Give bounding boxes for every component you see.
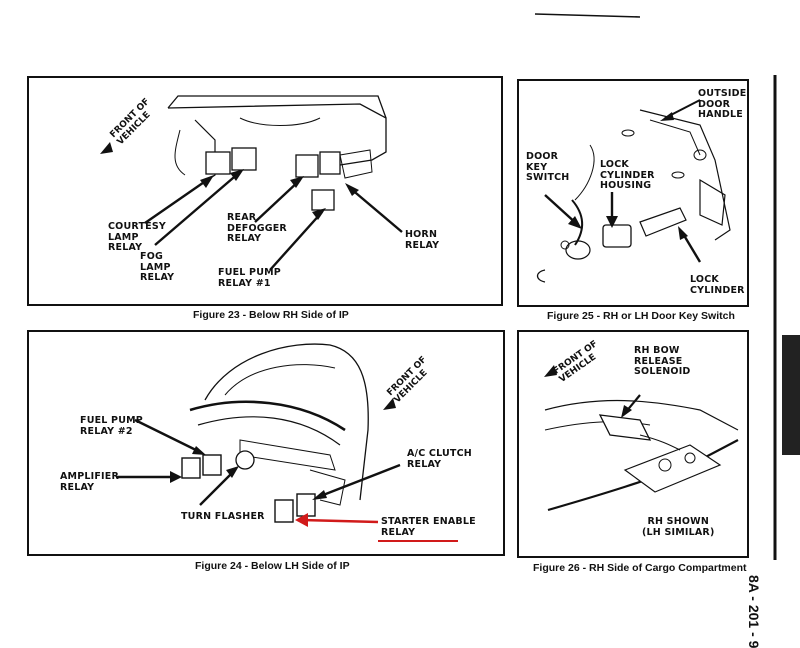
figure-24-frame xyxy=(27,330,505,556)
fuel-pump-relay-2-label: FUEL PUMP RELAY #2 xyxy=(80,415,143,437)
rear-defogger-relay-label: REAR DEFOGGER RELAY xyxy=(227,212,287,244)
courtesy-lamp-relay-shape xyxy=(205,151,231,175)
lock-cylinder-housing-shape xyxy=(602,224,632,248)
fuel-pump-relay-1-label: FUEL PUMP RELAY #1 xyxy=(218,267,281,289)
figure-24 xyxy=(27,330,505,556)
figure-26 xyxy=(517,330,749,558)
rh-shown-label: RH SHOWN (LH SIMILAR) xyxy=(642,516,715,538)
wiring-diagram-page xyxy=(27,13,800,560)
horn-relay-label: HORN RELAY xyxy=(405,229,440,251)
amplifier-relay-label: AMPLIFIER RELAY xyxy=(60,471,119,493)
lock-cylinder-label: LOCK CYLINDER xyxy=(690,274,745,296)
figure-26-caption: Figure 26 - RH Side of Cargo Compartment xyxy=(533,562,747,574)
figure-23 xyxy=(27,76,503,306)
figure-24-caption: Figure 24 - Below LH Side of IP xyxy=(195,560,350,572)
lock-cylinder-housing-label: LOCK CYLINDER HOUSING xyxy=(600,159,655,191)
figure-25-caption: Figure 25 - RH or LH Door Key Switch xyxy=(547,310,735,322)
fog-lamp-relay-label: FOG LAMP RELAY xyxy=(140,251,175,283)
figure-23-frame xyxy=(27,76,503,306)
figure-25-frame xyxy=(517,79,749,307)
outside-door-handle-label: OUTSIDE DOOR HANDLE xyxy=(698,88,747,120)
ac-clutch-relay-label: A/C CLUTCH RELAY xyxy=(407,448,472,470)
horn-relay-shape xyxy=(319,151,341,175)
rh-bow-release-solenoid-label: RH BOW RELEASE SOLENOID xyxy=(634,345,691,377)
rear-defogger-relay-shape xyxy=(295,154,319,178)
ac-clutch-relay-shape xyxy=(296,493,316,517)
scan-mark xyxy=(534,13,641,18)
starter-enable-relay-label: STARTER ENABLE RELAY xyxy=(381,516,476,538)
fuel-pump-relay-1-shape xyxy=(311,189,335,211)
starter-enable-relay-shape xyxy=(274,499,294,523)
lock-cylinder-shape xyxy=(639,207,687,237)
binding-shadow xyxy=(782,335,800,455)
rh-bow-solenoid-shape xyxy=(598,414,652,441)
turn-flasher-shape xyxy=(235,450,255,470)
front-arrow-icon xyxy=(100,142,113,154)
figure-26-frame xyxy=(517,330,749,558)
red-annotation-arrow xyxy=(301,518,379,524)
page-number: 8A - 201 - 9 xyxy=(746,575,762,648)
figure-25 xyxy=(517,79,749,307)
amplifier-relay-shape xyxy=(181,457,201,479)
turn-flasher-label: TURN FLASHER xyxy=(181,511,265,522)
front-arrow-icon xyxy=(544,365,557,377)
fog-lamp-relay-shape xyxy=(231,147,257,171)
figure-23-caption: Figure 23 - Below RH Side of IP xyxy=(193,309,349,321)
courtesy-lamp-relay-label: COURTESY LAMP RELAY xyxy=(108,221,166,253)
front-arrow-icon xyxy=(383,398,396,410)
door-key-switch-label: DOOR KEY SWITCH xyxy=(526,151,570,183)
fuel-pump-relay-2-shape xyxy=(202,454,222,476)
